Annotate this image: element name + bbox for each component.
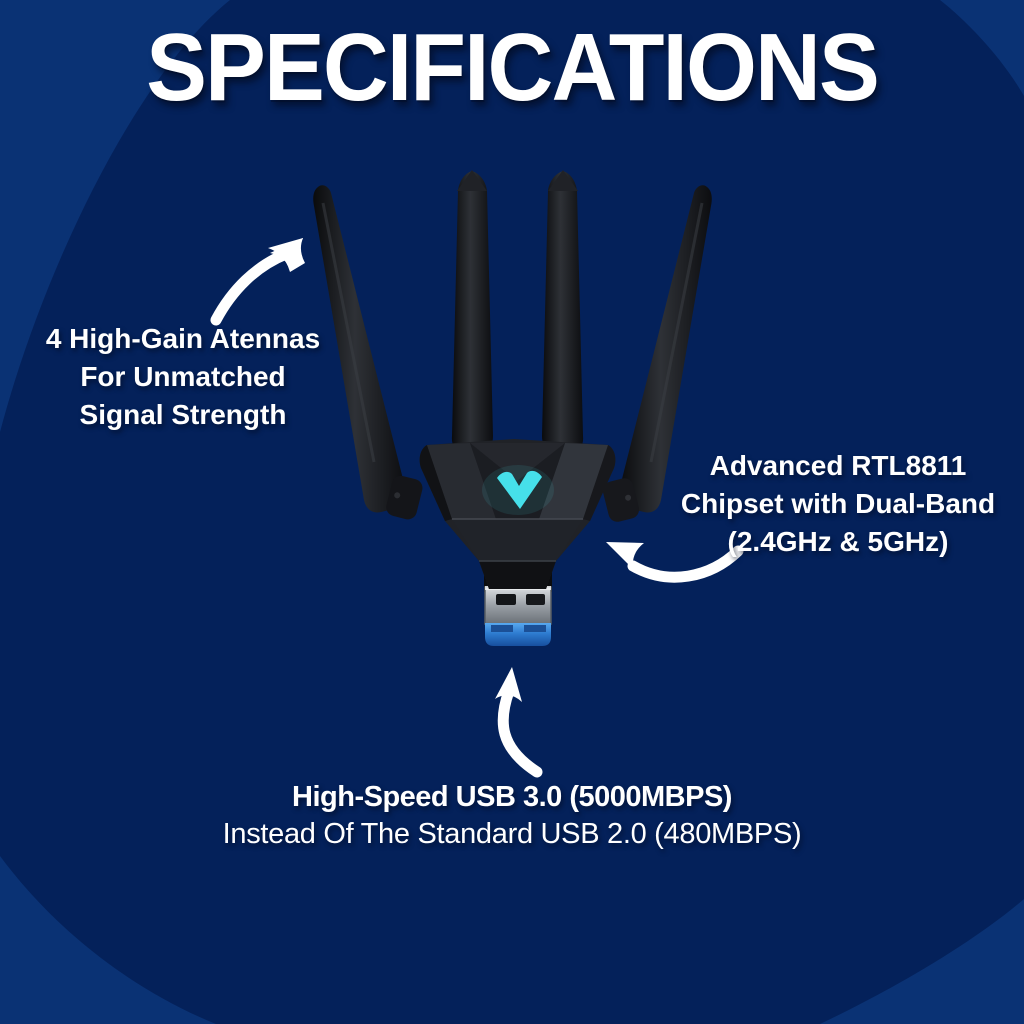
callout-arrows (210, 238, 744, 778)
page-title: SPECIFICATIONS (146, 14, 880, 121)
callout-usb-subline: Instead Of The Standard USB 2.0 (480MBPS… (222, 818, 802, 850)
body-facet-left-wing (419, 445, 452, 521)
antenna-hinges (386, 475, 640, 522)
callout-chipset-line-2: Chipset with Dual-Band (680, 488, 996, 519)
antenna-inner-right (542, 171, 584, 453)
callout-antennas: 4 High-Gain Atennas For Unmatched Signal… (22, 320, 344, 434)
usb-pin-block-right (524, 625, 546, 632)
adapter-body (419, 439, 616, 589)
body-facet-lower (452, 519, 583, 561)
hinge-right (602, 478, 640, 522)
body-facet-left (427, 443, 496, 519)
antenna-outer-right-sheen (649, 202, 704, 463)
usb-slot-left (496, 594, 516, 605)
hinge-left-screw (394, 492, 401, 499)
hinge-right-screw (625, 494, 632, 501)
callout-antennas-line-1: 4 High-Gain Atennas (45, 323, 321, 354)
usb-slot-right (526, 594, 545, 605)
cyan-chevron-logo-icon (497, 470, 542, 509)
antenna-inner-right-tip (548, 170, 578, 191)
callout-chipset-line-1: Advanced RTL8811 (709, 450, 967, 481)
body-facet-top-triangle (470, 443, 565, 481)
callout-chipset-line-3: (2.4GHz & 5GHz) (727, 526, 949, 557)
antenna-inner-left-tip (457, 170, 487, 191)
antenna-outer-left-sheen (321, 202, 376, 463)
body-facet-right-wing (583, 445, 616, 521)
curved-arrow-to-chipset-icon (606, 542, 744, 583)
curved-arrow-to-antenna-icon (210, 238, 305, 326)
callout-antennas-line-3: Signal Strength (79, 399, 287, 430)
usb-pin-block-left (491, 625, 513, 632)
usb-metal-shell (484, 586, 552, 625)
callout-usb-headline: High-Speed USB 3.0 (5000MBPS) (292, 781, 732, 813)
antennas (313, 170, 712, 513)
hinge-left (386, 475, 423, 520)
body-neck (479, 561, 556, 589)
callout-antennas-line-2: For Unmatched (80, 361, 286, 392)
curved-arrow-to-usb-icon (495, 667, 543, 778)
body-facet-right (539, 443, 608, 519)
antenna-inner-left (451, 171, 493, 453)
callout-chipset: Advanced RTL8811 Chipset with Dual-Band … (650, 447, 1024, 561)
